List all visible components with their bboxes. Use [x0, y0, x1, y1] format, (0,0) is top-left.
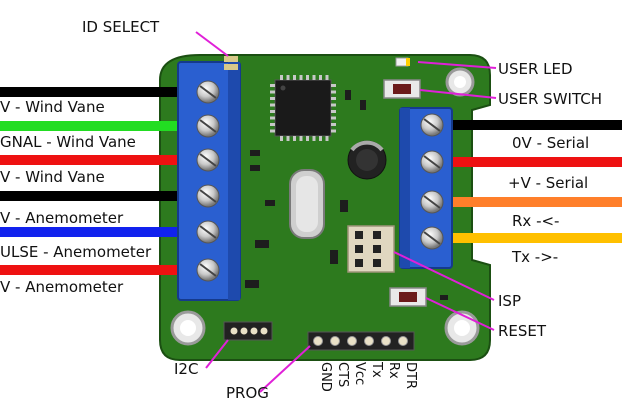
prog-pin-label-dtr: DTR	[403, 362, 418, 389]
label-reset: RESET	[498, 322, 547, 340]
left-wire-2	[0, 155, 210, 165]
prog-pin-label-rx: Rx	[386, 362, 401, 379]
prog-pin-label-cts: CTS	[335, 362, 350, 387]
mounting-holes	[170, 67, 480, 346]
id-select-pads	[224, 56, 238, 70]
pointer-prog	[259, 345, 311, 393]
right-wire-label-2: Rx -<-	[512, 212, 559, 230]
prog-header	[307, 331, 415, 351]
right-terminal-screws	[420, 113, 444, 250]
label-prog: PROG	[226, 384, 269, 402]
right-wire-label-1: +V - Serial	[508, 174, 588, 192]
left-screw-slot-2	[199, 153, 217, 167]
label-user-led: USER LED	[498, 60, 573, 78]
right-wire-label-0: 0V - Serial	[512, 134, 589, 152]
right-wire-3	[430, 233, 622, 243]
label-i2c: I2C	[174, 360, 198, 378]
left-screw-slot-3	[199, 189, 217, 203]
right-wire-0	[430, 120, 622, 130]
left-wire-label-3: V - Anemometer	[0, 209, 124, 227]
right-screw-slot-2	[423, 195, 441, 209]
annotation-pointers	[195, 31, 497, 393]
left-wire-0	[0, 87, 210, 97]
pointer-id-select	[195, 31, 229, 57]
pointer-reset	[425, 297, 495, 331]
left-wire-label-2: V - Wind Vane	[0, 168, 105, 186]
left-screw-slot-5	[199, 263, 217, 277]
right-wire-label-3: Tx ->-	[511, 248, 558, 266]
label-isp: ISP	[498, 292, 521, 310]
crystal-oscillator	[289, 169, 325, 239]
pointer-user-led	[417, 61, 497, 69]
label-user-switch: USER SWITCH	[498, 90, 602, 108]
left-wire-group	[0, 87, 210, 275]
right-wire-group	[430, 120, 622, 243]
isp-header	[347, 225, 395, 273]
microcontroller-chip	[270, 75, 336, 141]
left-wire-4	[0, 227, 210, 237]
right-screw-slot-1	[423, 155, 441, 169]
right-wire-labels: 0V - Serial +V - Serial Rx -<- Tx ->-	[508, 134, 589, 266]
pointer-i2c	[205, 339, 229, 369]
i2c-header	[223, 321, 273, 341]
left-wire-label-1: GNAL - Wind Vane	[0, 133, 136, 151]
pointer-user-switch	[419, 89, 497, 99]
right-screw-slot-0	[423, 118, 441, 132]
left-screw-slot-0	[199, 85, 217, 99]
left-wire-3	[0, 191, 210, 201]
prog-pin-label-tx: Tx	[369, 361, 384, 378]
user-led	[395, 57, 410, 67]
smd-components	[245, 90, 448, 300]
right-screw-slot-3	[423, 231, 441, 245]
left-wire-label-0: V - Wind Vane	[0, 98, 105, 116]
right-wire-1	[430, 157, 622, 167]
left-terminal-screws	[196, 80, 220, 282]
electrolytic-capacitor	[347, 140, 387, 180]
left-wire-5	[0, 265, 210, 275]
left-screw-slot-4	[199, 225, 217, 239]
right-wire-2	[430, 197, 622, 207]
left-wire-1	[0, 121, 210, 131]
left-wire-label-4: ULSE - Anemometer	[0, 243, 152, 261]
user-switch	[383, 79, 421, 99]
left-terminal-block	[177, 61, 241, 301]
label-id-select: ID SELECT	[82, 18, 160, 36]
left-screw-slot-1	[199, 119, 217, 133]
reset-button	[389, 287, 427, 307]
prog-pin-label-gnd: GND	[318, 362, 333, 392]
right-terminal-block	[399, 107, 453, 269]
prog-pin-label-vcc: Vcc	[352, 362, 367, 385]
left-wire-label-5: V - Anemometer	[0, 278, 124, 296]
pointer-isp	[393, 251, 495, 301]
